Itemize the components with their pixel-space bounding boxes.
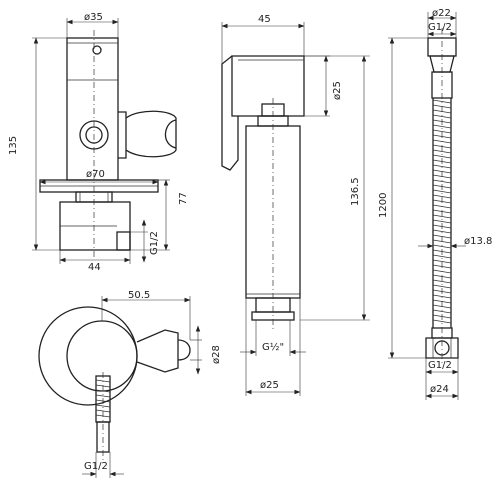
sprayer-dimensions: 45 ø25 136.5 G½" ø25 (221, 14, 370, 396)
sprayer-view (221, 55, 305, 330)
label-thread-hose-top: G1/2 (428, 22, 452, 33)
hose-dimensions: ø22 G1/2 1200 ø13.8 G1/2 ø24 (378, 8, 492, 400)
label-hose-length: 1200 (378, 193, 389, 218)
valve-front-view (39, 30, 177, 258)
label-width-bottom: 44 (88, 262, 101, 273)
label-d-flange: ø70 (86, 169, 105, 180)
label-sprayer-width: 45 (258, 14, 271, 25)
label-d-head: ø25 (332, 81, 343, 100)
label-height-lower: 77 (178, 192, 189, 205)
label-d-body: ø25 (260, 380, 279, 391)
label-d-hose: ø13.8 (464, 236, 492, 247)
label-width-top: 50.5 (128, 290, 150, 301)
valve-front-dimensions: ø35 135 ø70 77 G1/2 44 (8, 12, 189, 273)
label-height-total: 135 (8, 136, 19, 155)
label-thread-hose-bottom: G1/2 (428, 360, 452, 371)
label-thread-top-view: G1/2 (84, 461, 108, 472)
label-d-nut-top: ø22 (432, 8, 451, 19)
valve-top-view (38, 306, 191, 460)
label-d-holder: ø28 (211, 345, 222, 364)
valve-top-dimensions: 50.5 ø28 G1/2 (82, 290, 222, 478)
label-thread-front: G1/2 (149, 231, 160, 255)
label-d-nut-bottom: ø24 (430, 384, 449, 395)
label-sprayer-length: 136.5 (350, 177, 361, 206)
label-d-top: ø35 (84, 12, 103, 23)
hose-view (425, 28, 459, 366)
label-sprayer-thread: G½" (262, 341, 284, 353)
